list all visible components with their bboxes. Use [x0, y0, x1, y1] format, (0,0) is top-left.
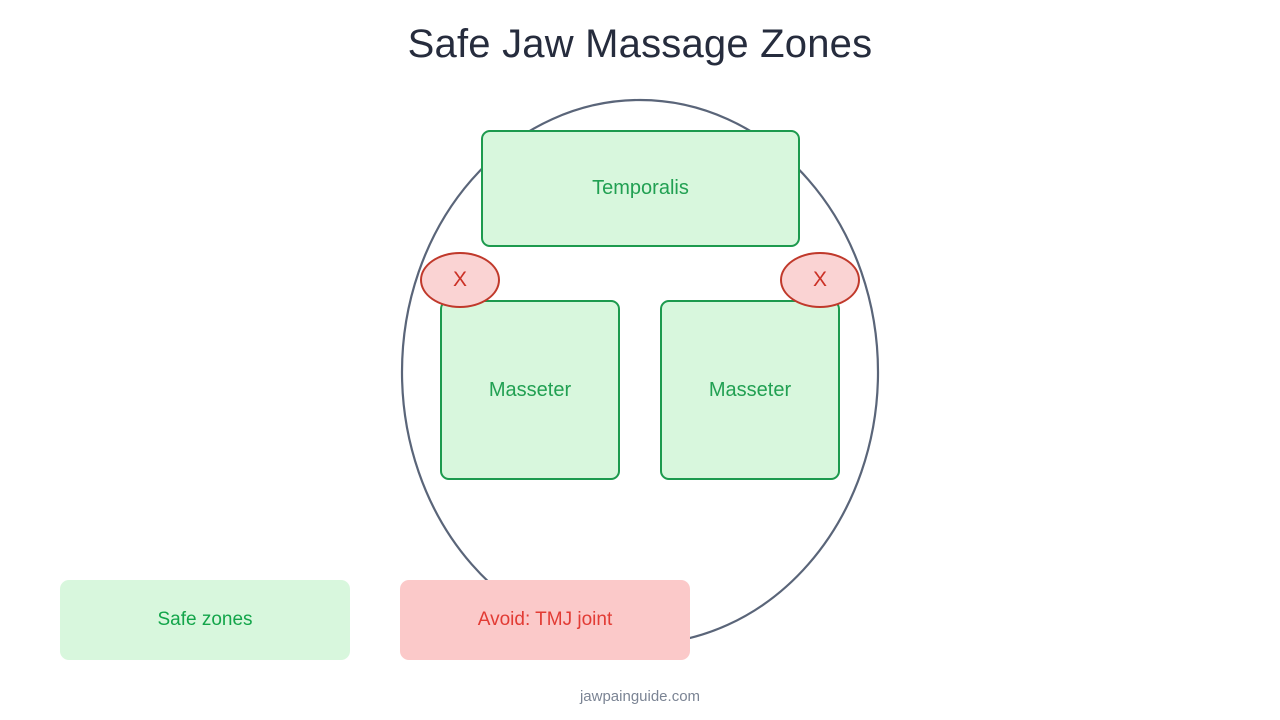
zone-temporalis[interactable]: Temporalis	[481, 130, 800, 247]
legend-avoid-tmj: Avoid: TMJ joint	[400, 580, 690, 660]
x-mark-icon: X	[452, 268, 467, 291]
zone-masseter-right-label: Masseter	[708, 378, 792, 401]
page-title: Safe Jaw Massage Zones	[407, 22, 873, 66]
zone-masseter-left[interactable]: Masseter	[440, 300, 620, 480]
zone-temporalis-label: Temporalis	[592, 177, 689, 199]
legend-safe-label: Safe zones	[157, 609, 253, 630]
avoid-marker-right[interactable]: X	[780, 252, 860, 308]
legend-avoid-label: Avoid: TMJ joint	[477, 609, 613, 630]
footer-attribution: jawpainguide.com	[579, 688, 701, 705]
legend-safe-zones: Safe zones	[60, 580, 350, 660]
x-mark-icon: X	[812, 268, 827, 291]
avoid-marker-left[interactable]: X	[420, 252, 500, 308]
zone-masseter-right[interactable]: Masseter	[660, 300, 840, 480]
zone-masseter-left-label: Masseter	[488, 378, 572, 401]
